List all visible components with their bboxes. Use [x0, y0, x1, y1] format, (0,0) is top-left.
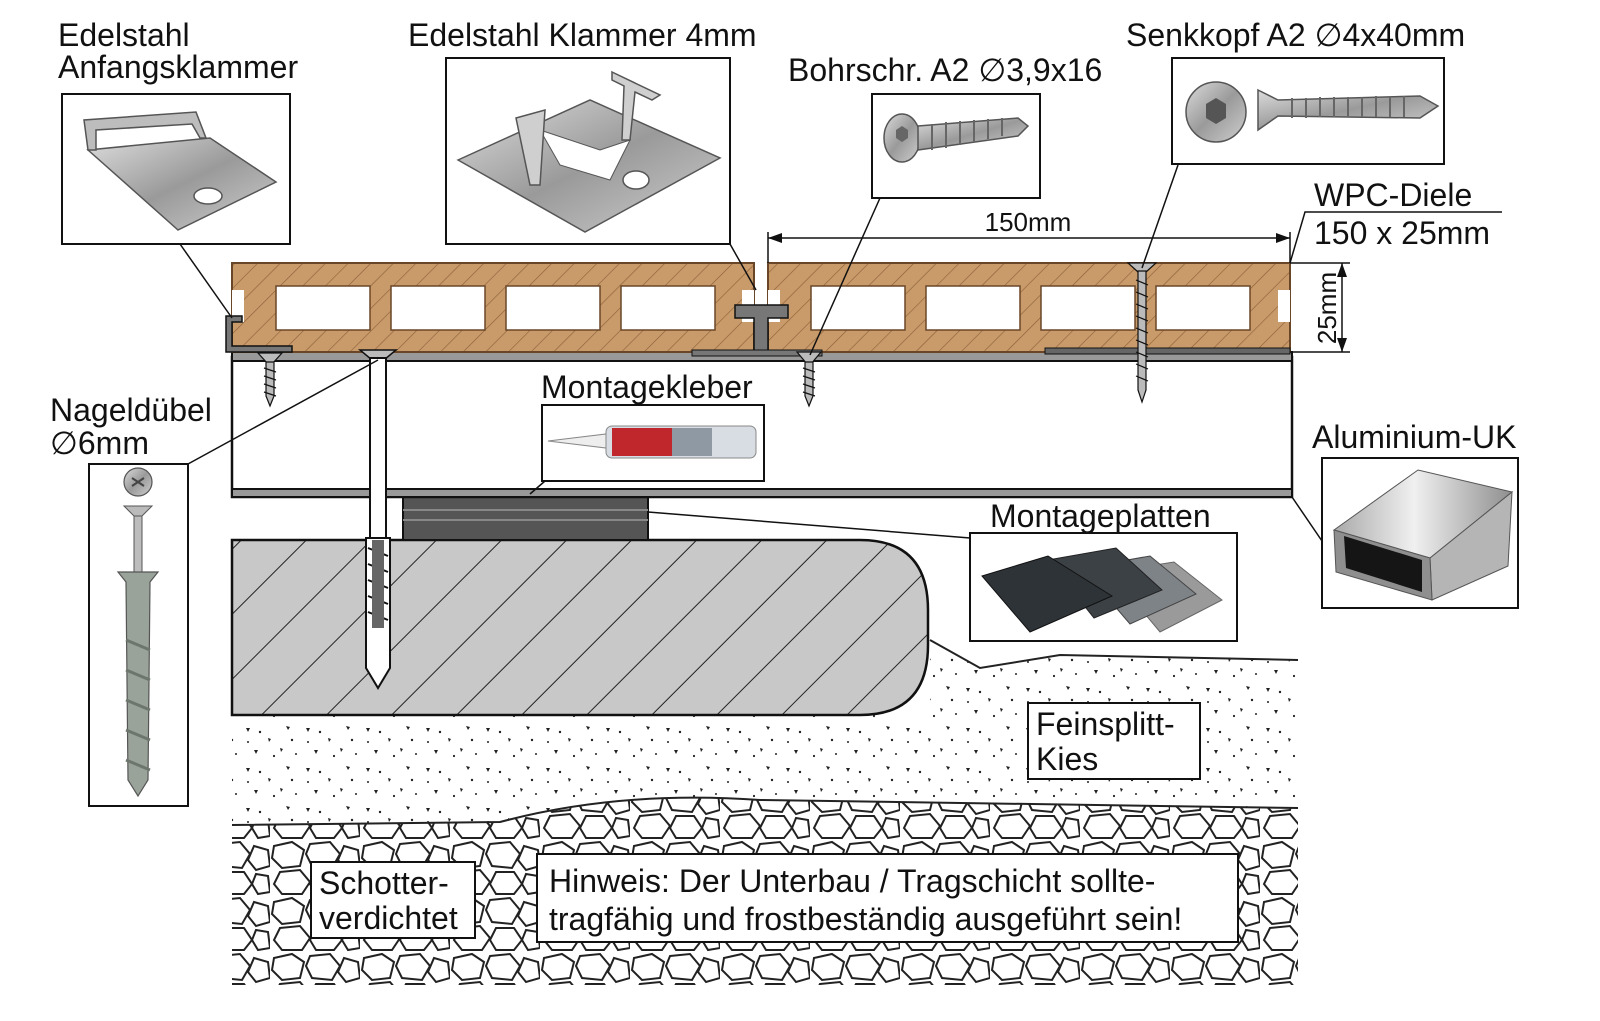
stainless-steel-starter-clip-icon: [83, 111, 278, 231]
starter-clip-label-line1: Edelstahl: [58, 17, 190, 53]
aluminium-label: Aluminium-UK: [1312, 419, 1516, 455]
nail-dowel-icon: [116, 467, 160, 798]
crushed-stone-label-box: Schotter- verdichtet: [310, 861, 476, 939]
width-dimension-label: 150mm: [985, 207, 1072, 237]
wpc-board-label-line2: 150 x 25mm: [1314, 215, 1490, 251]
mounting-pads: [402, 496, 649, 541]
nail-dowel-label-line2: ∅6mm: [50, 425, 149, 461]
leader-lines: [179, 164, 1502, 542]
note-line2: tragfähig und frostbeständig ausgeführt …: [549, 901, 1182, 937]
mounting-pads-icon: [981, 547, 1223, 633]
wpc-board-left: [231, 262, 755, 353]
adhesive-label: Montagekleber: [541, 369, 753, 405]
crushed-stone-label-line2: verdichtet: [319, 900, 458, 936]
width-dimension: 150mm: [767, 207, 1291, 263]
aluminium-square-profile-icon: [1332, 469, 1514, 601]
drill-screw-icon: [883, 113, 1030, 163]
countersunk-screw-section: [1126, 262, 1158, 404]
steel-clip-box: [445, 57, 731, 245]
concrete-slab: [230, 538, 930, 717]
gravel-label-line1: Feinsplitt-: [1036, 706, 1175, 742]
gravel-label-line2: Kies: [1036, 741, 1098, 777]
wpc-board-label-line1: WPC-Diele: [1314, 177, 1472, 213]
stainless-steel-clip-icon: [456, 70, 722, 233]
drill-screw-box: [871, 93, 1041, 199]
countersunk-screw-label: Senkkopf A2 ∅4x40mm: [1126, 17, 1465, 53]
countersunk-screw-box: [1171, 57, 1445, 165]
wpc-board-right: [767, 262, 1291, 353]
height-dimension: 25mm: [1290, 262, 1350, 353]
note-line1: Hinweis: Der Unterbau / Tragschicht soll…: [549, 863, 1155, 899]
steel-clip-label: Edelstahl Klammer 4mm: [408, 17, 757, 53]
starter-clip-box: [61, 93, 291, 245]
adhesive-box: [541, 404, 765, 482]
starter-clip-label-line2: Anfangsklammer: [58, 49, 298, 85]
drill-screw-label: Bohrschr. A2 ∅3,9x16: [788, 52, 1102, 88]
countersunk-screw-icon: [1185, 81, 1440, 143]
height-dimension-label: 25mm: [1312, 272, 1342, 344]
crushed-stone-label-line1: Schotter-: [319, 865, 449, 901]
starter-clip-section: [225, 315, 293, 353]
aluminium-profile-box: [1321, 457, 1519, 609]
adhesive-cartridge-icon: [547, 425, 757, 459]
nail-dowel-label-line1: Nageldübel: [50, 392, 212, 428]
gravel-label-box: Feinsplitt- Kies: [1027, 702, 1201, 780]
mounting-pads-box: [969, 532, 1238, 642]
nail-dowel-section: [357, 349, 399, 690]
mounting-pads-label: Montageplatten: [990, 498, 1211, 534]
note-box: Hinweis: Der Unterbau / Tragschicht soll…: [536, 853, 1239, 943]
nail-dowel-box: [88, 463, 189, 807]
drill-screw-left: [256, 352, 284, 408]
drill-screw-center: [795, 351, 823, 408]
